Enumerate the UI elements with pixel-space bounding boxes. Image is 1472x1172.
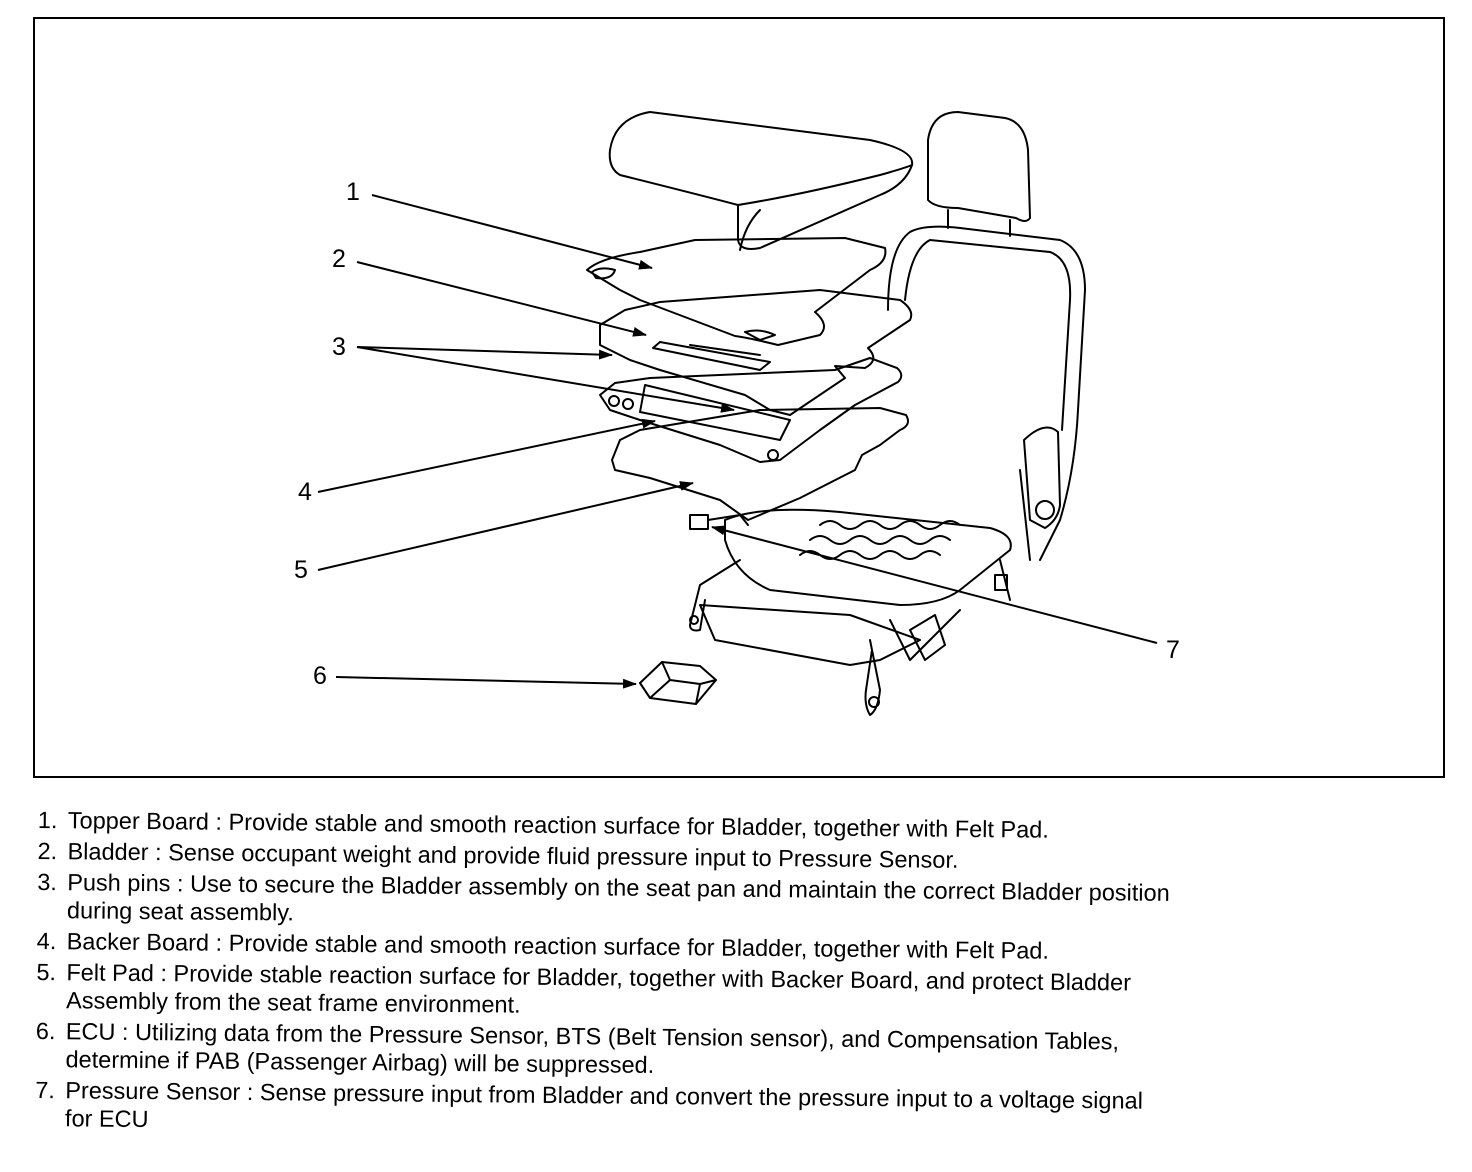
legend-number: 4. [36,927,57,955]
legend-number: 1. [37,806,58,834]
leader-6 [335,676,637,689]
component-legend: 1. Topper Board : Provide stable and smo… [35,806,1438,1148]
topper-board [586,237,887,346]
legend-number: 3. [37,868,58,896]
pressure-sensor [689,514,749,530]
legend-item: 3. Push pins : Use to secure the Bladder… [37,868,1437,937]
leader-5 [317,481,694,571]
figure-frame [33,17,1445,778]
seat-frame [689,508,1012,716]
seat-back [887,225,1086,601]
callout-4: 4 [298,478,312,506]
callout-6: 6 [313,662,327,690]
callout-5: 5 [294,556,308,584]
bladder [599,289,913,416]
seat-cushion [608,111,914,251]
legend-number: 5. [36,958,57,986]
callout-1: 1 [346,178,360,206]
legend-number: 2. [37,837,58,865]
leader-3a [356,346,613,360]
leader-2 [356,261,647,337]
head-rest [927,111,1031,237]
push-pin-layer [599,357,903,463]
leader-lines [317,194,1158,689]
leader-1 [371,194,653,270]
backer-board [611,407,909,521]
callout-3: 3 [332,333,346,361]
seat-exploded-diagram: 1 2 3 4 5 6 7 [294,111,1180,716]
legend-number: 7. [35,1076,56,1104]
callout-2: 2 [332,245,346,273]
legend-item: 5. Felt Pad : Provide stable reaction su… [36,958,1436,1027]
leader-7 [711,525,1158,644]
legend-item: 7. Pressure Sensor : Sense pressure inpu… [35,1076,1435,1145]
ecu-module [639,661,717,705]
callout-7: 7 [1166,636,1180,664]
legend-number: 6. [35,1017,56,1045]
leader-4 [317,418,656,493]
leader-3b [356,346,735,413]
legend-item: 6. ECU : Utilizing data from the Pressur… [35,1017,1435,1086]
